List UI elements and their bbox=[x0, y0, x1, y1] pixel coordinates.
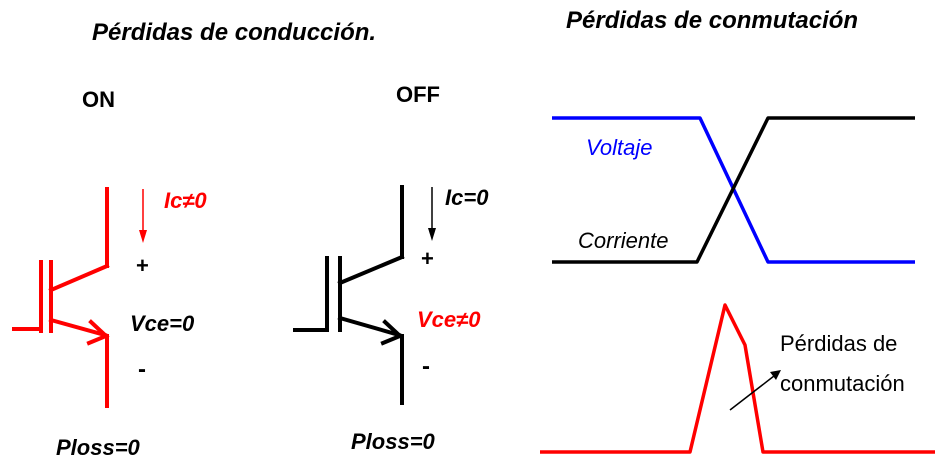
igbt-symbol-on bbox=[12, 187, 110, 408]
voltage-label: Voltaje bbox=[586, 135, 652, 160]
switching-loss-waveform bbox=[540, 303, 935, 454]
loss-annotation-arrow bbox=[729, 370, 781, 411]
on-minus-sign: - bbox=[138, 356, 146, 383]
igbt-symbol-off bbox=[293, 185, 405, 405]
off-ploss-label: Ploss=0 bbox=[351, 429, 436, 454]
off-minus-sign: - bbox=[422, 353, 430, 380]
current-waveform bbox=[552, 116, 915, 264]
on-ploss-label: Ploss=0 bbox=[56, 435, 141, 460]
on-vce-label: Vce=0 bbox=[130, 311, 195, 336]
conduction-losses-title: Pérdidas de conducción. bbox=[92, 19, 376, 46]
on-current-label: Ic≠0 bbox=[164, 188, 207, 213]
off-vce-label: Vce≠0 bbox=[417, 307, 481, 332]
current-arrow-on bbox=[139, 189, 147, 243]
loss-label-line2: conmutación bbox=[780, 371, 905, 396]
on-state-label: ON bbox=[82, 87, 115, 112]
current-arrow-off bbox=[428, 187, 436, 241]
off-current-label: Ic=0 bbox=[445, 185, 489, 210]
loss-label-line1: Pérdidas de bbox=[780, 331, 897, 356]
on-plus-sign: + bbox=[136, 253, 149, 278]
off-state-label: OFF bbox=[396, 82, 440, 107]
current-label: Corriente bbox=[578, 228, 668, 253]
off-plus-sign: + bbox=[421, 246, 434, 271]
switching-losses-title: Pérdidas de conmutación bbox=[566, 7, 858, 34]
